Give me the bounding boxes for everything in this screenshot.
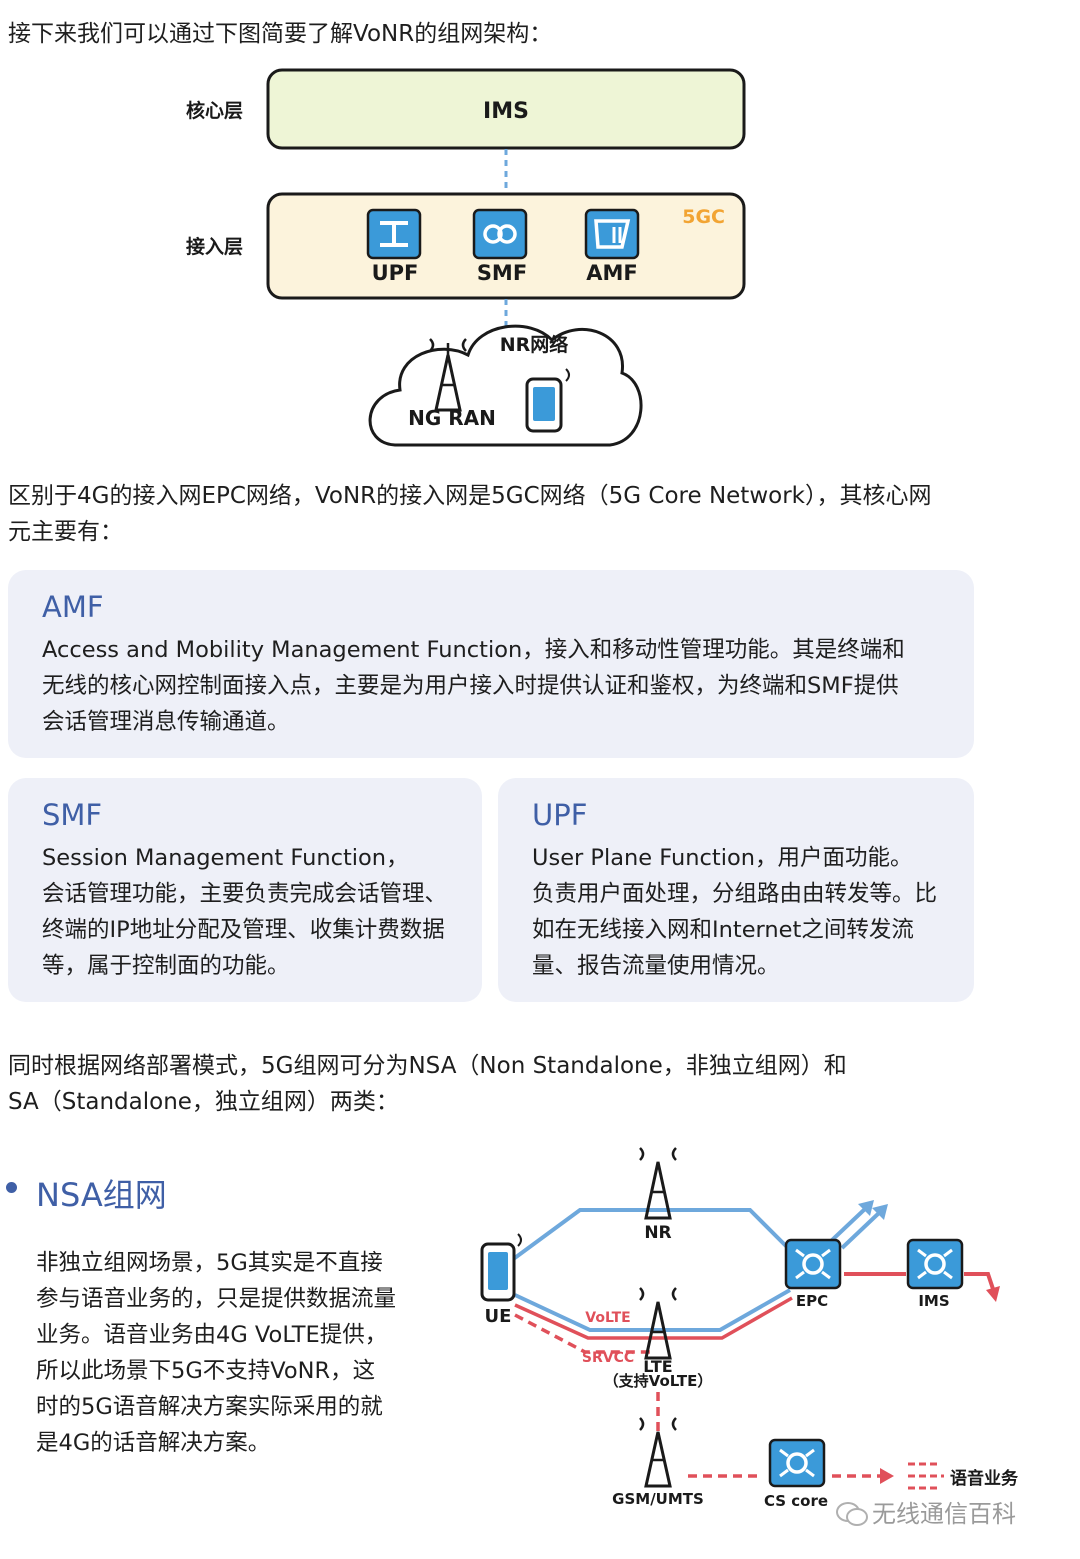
volte-label: VoLTE (585, 1310, 630, 1326)
smf-label: SMF (477, 261, 527, 285)
epc-internet-arrow-1 (828, 1206, 868, 1244)
smf-card-body: Session Management Function， 会话管理功能，主要负责… (42, 840, 447, 984)
amf-card-line: 会话管理消息传输通道。 (42, 709, 290, 735)
nsa-description: 非独立组网场景，5G其实是不直接 参与语音业务的，只是提供数据流量 业务。语音业… (36, 1245, 396, 1461)
ims-label: IMS (918, 1292, 949, 1310)
ims-out-arrow (964, 1272, 996, 1293)
smf-card-line: 会话管理功能，主要负责完成会话管理、 (42, 881, 448, 907)
epc-label: EPC (796, 1292, 828, 1310)
nsa-line: 所以此场景下5G不支持VoNR，这 (36, 1358, 376, 1384)
paragraph-5gc-line1: 区别于4G的接入网EPC网络，VoNR的接入网是5GC网络（5G Core Ne… (8, 483, 932, 509)
epc-internet-arrowhead-1 (858, 1200, 874, 1216)
nsa-line: 非独立组网场景，5G其实是不直接 (36, 1250, 383, 1276)
amf-label: AMF (586, 261, 638, 285)
voice-arrow-icon (908, 1462, 944, 1490)
bullet-dot-icon (6, 1182, 17, 1193)
paragraph-nsa-sa-line1: 同时根据网络部署模式，5G组网可分为NSA（Non Standalone，非独立… (8, 1053, 847, 1079)
ue-label: UE (485, 1306, 512, 1327)
smf-card: SMF Session Management Function， 会话管理功能，… (8, 778, 482, 1002)
nr-network-cloud (368, 324, 643, 447)
upf-card: UPF User Plane Function，用户面功能。 负责用户面处理，分… (498, 778, 974, 1002)
gsm-tower-icon (639, 1417, 677, 1488)
voice-service-label: 语音业务 (950, 1468, 1019, 1489)
amf-card-line: 无线的核心网控制面接入点，主要是为用户接入时提供认证和鉴权，为终端和SMF提供 (42, 673, 899, 699)
upf-card-body: User Plane Function，用户面功能。 负责用户面处理，分组路由由… (532, 840, 937, 984)
amf-card: AMF Access and Mobility Management Funct… (8, 570, 974, 758)
srvcc-dashed-link (514, 1313, 650, 1354)
upf-label: UPF (372, 261, 419, 285)
phone-icon (525, 368, 570, 433)
smf-card-line: 终端的IP地址分配及管理、收集计费数据 (42, 917, 445, 943)
intro-text: 接下来我们可以通过下图简要了解VoNR的组网架构： (8, 21, 553, 47)
ims-label: IMS (483, 99, 529, 124)
nsa-heading: NSA组网 (36, 1176, 167, 1214)
smf-card-title: SMF (42, 798, 103, 832)
amf-card-line: Access and Mobility Management Function，… (42, 637, 905, 663)
nsa-line: 是4G的话音解决方案。 (36, 1430, 271, 1456)
smf-card-line: 等，属于控制面的功能。 (42, 953, 290, 979)
smf-icon (472, 208, 528, 260)
antenna-tower-icon (429, 338, 467, 412)
nr-label: NR (644, 1223, 671, 1243)
access-layer-label: 接入层 (186, 236, 243, 258)
amf-card-title: AMF (42, 590, 104, 624)
upf-card-title: UPF (532, 798, 588, 832)
epc-internet-arrowhead-2 (872, 1204, 888, 1220)
lte-support-label: （支持VoLTE） (604, 1372, 713, 1390)
upf-card-line: 量、报告流量使用情况。 (532, 953, 780, 979)
upf-card-line: 负责用户面处理，分组路由由转发等。比 (532, 881, 938, 907)
upf-card-line: 如在无线接入网和Internet之间转发流 (532, 917, 914, 943)
nsa-line: 时的5G语音解决方案实际采用的就 (36, 1394, 383, 1420)
lte-tower-icon (639, 1287, 677, 1360)
paragraph-nsa-sa-line2: SA（Standalone，独立组网）两类： (8, 1089, 399, 1115)
paragraph-5gc-line2: 元主要有： (8, 519, 123, 545)
upf-card-line: User Plane Function，用户面功能。 (532, 845, 913, 871)
gsm-label: GSM/UMTS (612, 1490, 704, 1508)
ims-icon (906, 1238, 964, 1290)
nsa-line: 参与语音业务的，只是提供数据流量 (36, 1286, 397, 1312)
nr-network-label: NR网络 (500, 333, 569, 356)
nsa-network-diagram: UE NR VoLTE SRVCC LTE （支持VoLTE） GSM/UMTS… (480, 1147, 1019, 1510)
amf-icon (584, 208, 640, 260)
vonr-architecture-diagram: 核心层 接入层 IMS 5GC UPF SMF AMF NR网络 NG RAN (186, 68, 746, 447)
epc-icon (784, 1238, 842, 1290)
nr-tower-icon (639, 1147, 677, 1220)
upf-icon (366, 208, 422, 260)
cs-core-label: CS core (764, 1492, 828, 1510)
ngran-label: NG RAN (408, 406, 496, 430)
watermark-text: 无线通信百科 (872, 1500, 1016, 1528)
fivegc-label: 5GC (682, 206, 725, 228)
lte-label: LTE (643, 1357, 672, 1376)
lte-blue-link (514, 1288, 791, 1332)
nr-link-upper (510, 1208, 802, 1262)
nsa-line: 业务。语音业务由4G VoLTE提供， (36, 1322, 388, 1348)
epc-internet-arrow-2 (840, 1210, 882, 1250)
srvcc-label: SRVCC (582, 1350, 634, 1366)
ue-phone-icon (480, 1233, 522, 1302)
amf-card-body: Access and Mobility Management Function，… (42, 632, 905, 740)
smf-card-line: Session Management Function， (42, 845, 409, 871)
wechat-icon (836, 1500, 868, 1526)
core-layer-label: 核心层 (186, 99, 243, 122)
cs-core-icon (768, 1438, 826, 1488)
volte-red-link (514, 1296, 793, 1340)
watermark: 无线通信百科 (836, 1494, 1016, 1529)
cs-voice-arrowhead (880, 1468, 894, 1484)
ims-out-arrowhead (986, 1286, 1000, 1302)
ims-layer-box (266, 68, 746, 150)
